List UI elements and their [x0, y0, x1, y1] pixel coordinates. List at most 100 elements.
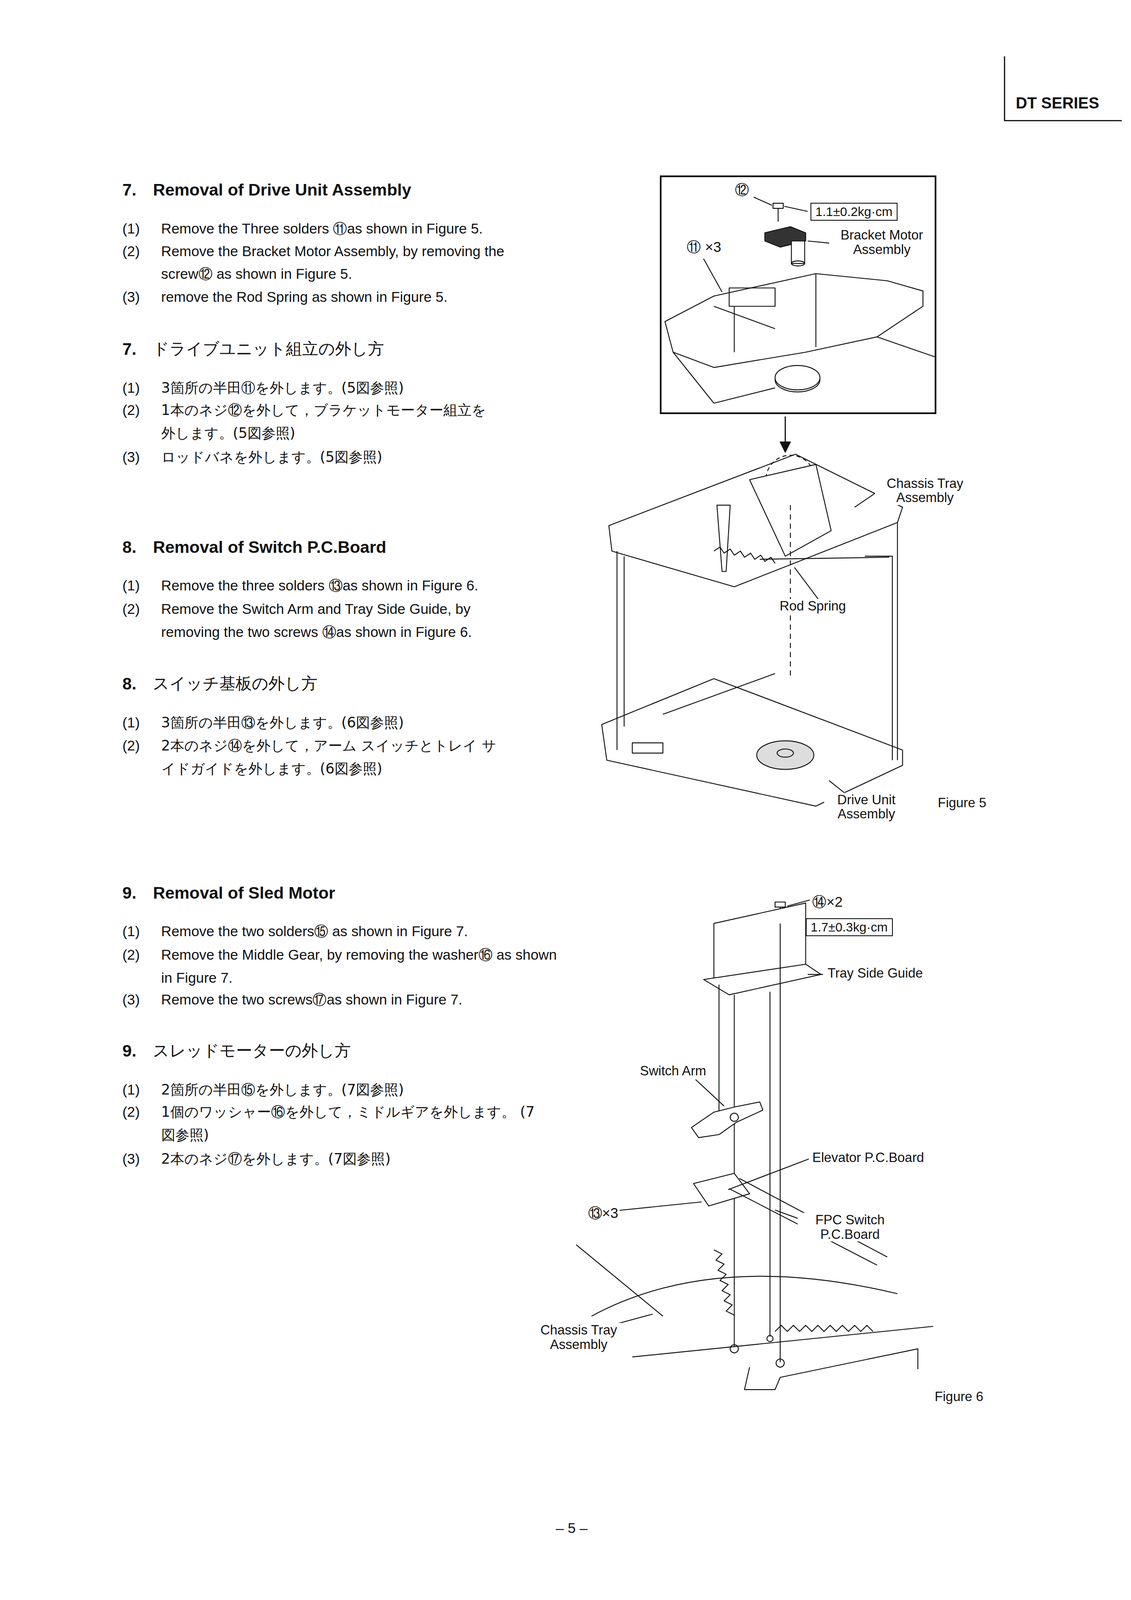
section-heading: 8.: [122, 672, 137, 696]
section-heading: 9.: [122, 1039, 137, 1063]
illustration-stroke: [632, 742, 664, 753]
illustration-stroke: [609, 454, 903, 587]
illustration-stroke: [775, 901, 786, 907]
illustration-stroke: [807, 973, 824, 975]
step-number: (2): [122, 943, 140, 967]
illustration-stroke: [864, 556, 893, 761]
illustration-stroke: [877, 336, 937, 358]
section-heading: Removal of Sled Motor: [152, 881, 336, 905]
section-heading: 8.: [122, 535, 137, 559]
step-text: Remove the three solders ⑬as shown in Fi…: [161, 574, 479, 598]
illustration-stroke: [784, 416, 787, 444]
illustration-stroke: [753, 197, 773, 206]
illustration-stroke: [794, 567, 819, 600]
illustration-stroke: [791, 260, 805, 266]
step-text-jp: 3箇所の半田⑪を外します。(5図参照): [161, 376, 405, 400]
step-number: (2): [122, 734, 140, 758]
part-label: Drive Unit Assembly: [824, 792, 909, 822]
step-text: Remove the two solders⑮ as shown in Figu…: [161, 919, 469, 943]
step-text-jp: 2本のネジ⑰を外します。(7図参照): [161, 1147, 391, 1171]
illustration-stroke: [730, 1344, 739, 1353]
part-label: Chassis Tray Assembly: [874, 476, 975, 505]
illustration-stroke: [728, 1158, 809, 1190]
step-number: (2): [122, 398, 140, 422]
illustration-stroke: [854, 491, 878, 508]
step-number: (1): [122, 1078, 140, 1102]
illustration-stroke: [789, 504, 791, 679]
illustration-stroke: [691, 1101, 763, 1138]
section-heading: 7.: [122, 178, 137, 202]
step-text-jp: ロッドバネを外します。(5図参照): [161, 445, 383, 469]
section-heading: 7.: [122, 337, 137, 361]
illustration-stroke: [701, 255, 723, 292]
section-heading: 9.: [122, 881, 137, 905]
section-heading-jp: ドライブユニット組立の外し方: [152, 337, 385, 361]
illustration-stroke: [632, 1326, 934, 1357]
torque-spec-box: 1.7±0.3kg·cm: [805, 918, 893, 936]
step-text: Remove the Switch Arm and Tray Side Guid…: [161, 597, 514, 644]
torque-value: 1.7±0.3kg·cm: [810, 919, 888, 934]
torque-spec-box: 1.1±0.2kg·cm: [810, 202, 898, 221]
illustration-stroke: [780, 441, 791, 452]
illustration-stroke: [784, 206, 808, 212]
part-label: Bracket Motor Assembly: [830, 227, 933, 257]
step-number: (3): [122, 285, 140, 309]
illustration-stroke: [601, 678, 903, 807]
illustration-stroke: [775, 1325, 873, 1332]
illustration-stroke: [718, 984, 720, 1113]
illustration-stroke: [616, 550, 618, 750]
illustration-stroke: [777, 749, 794, 758]
illustration-stroke: [897, 522, 898, 761]
illustration-stroke: [693, 1173, 750, 1206]
figure-inset-frame: Bracket Motor Assembly 1.1±0.2kg·cm: [659, 175, 937, 414]
step-text: Remove the Middle Gear, by removing the …: [161, 943, 567, 990]
step-number: (1): [122, 919, 140, 943]
section-heading: Removal of Drive Unit Assembly: [152, 178, 412, 202]
illustration-stroke: [623, 556, 625, 727]
step-text-jp: 3箇所の半田⑬を外します。(6図参照): [161, 711, 405, 735]
illustration-stroke: [769, 991, 771, 1337]
illustration-stroke: [775, 365, 820, 390]
illustration-stroke: [759, 556, 890, 560]
illustration-stroke: [733, 306, 735, 353]
part-label: Switch Arm: [638, 1063, 708, 1078]
step-number: (2): [122, 1100, 140, 1124]
step-number: (2): [122, 597, 140, 621]
illustration-stroke: [664, 273, 924, 368]
step-text-jp: 1本のネジ⑫を外して，ブラケットモーター組立を 外します。(5図参照): [161, 398, 499, 445]
part-label: Figure 6: [932, 1389, 985, 1404]
illustration-stroke: [714, 306, 776, 329]
illustration-stroke: [815, 273, 817, 347]
illustration-stroke: [779, 923, 781, 1362]
section-heading-jp: スレッドモーターの外し方: [152, 1039, 351, 1063]
illustration-stroke: [576, 1244, 663, 1316]
callout-number: ⑪ ×3: [685, 235, 723, 259]
step-number: (3): [122, 445, 140, 469]
illustration-stroke: [733, 994, 735, 1347]
illustration-stroke: [662, 673, 776, 715]
illustration-stroke: [717, 504, 731, 572]
callout-number: ⑫: [733, 178, 751, 202]
illustration-stroke: [744, 1348, 918, 1390]
illustration-stroke: [714, 1249, 735, 1315]
callout-number: ⑭×2: [810, 890, 845, 914]
illustration-stroke: [673, 352, 715, 403]
illustration-stroke: [766, 1335, 773, 1342]
illustration-stroke: [695, 1079, 725, 1106]
step-number: (1): [122, 376, 140, 400]
header-rule: [1004, 56, 1123, 121]
illustration-stroke: [729, 287, 776, 307]
illustration-stroke: [775, 1358, 785, 1367]
step-text: Remove the two screws⑰as shown in Figure…: [161, 988, 463, 1012]
step-number: – 5 –: [555, 1516, 588, 1540]
section-heading: Removal of Switch P.C.Board: [152, 535, 387, 559]
step-number: (1): [122, 217, 140, 241]
part-label: Chassis Tray Assembly: [530, 1322, 628, 1352]
step-text-jp: 2箇所の半田⑮を外します。(7図参照): [161, 1078, 405, 1102]
part-label: FPC Switch P.C.Board: [797, 1212, 903, 1242]
part-label: Rod Spring: [778, 598, 848, 613]
part-label: Figure 5: [936, 795, 989, 810]
illustration-stroke: [591, 1276, 898, 1316]
illustration-stroke: [791, 241, 805, 264]
illustration-stroke: [807, 241, 830, 244]
